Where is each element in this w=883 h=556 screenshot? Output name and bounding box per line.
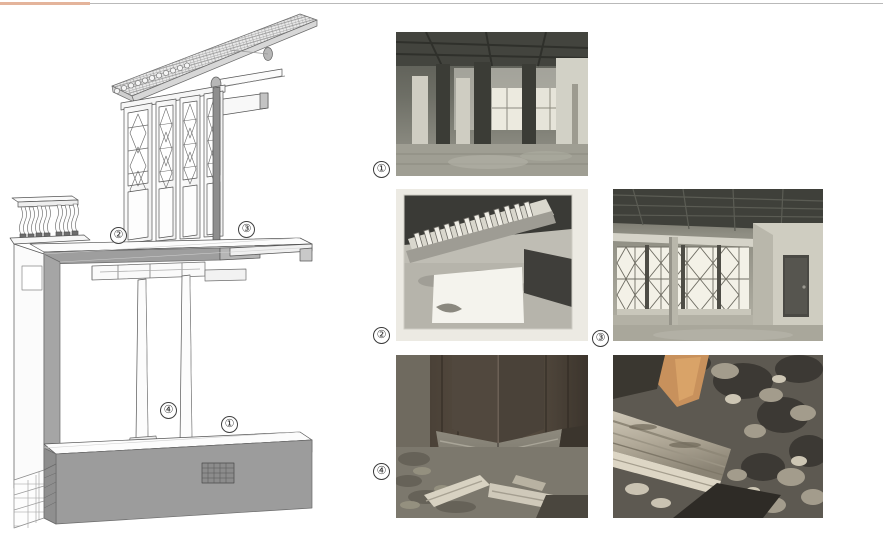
balustrade xyxy=(9,195,91,245)
photo-lattice-window-room[interactable] xyxy=(613,189,823,341)
photo-tag-2[interactable]: ② xyxy=(373,327,390,344)
photo-tag-4[interactable]: ④ xyxy=(373,463,390,480)
photo-tag-3[interactable]: ③ xyxy=(592,330,609,347)
architectural-drawing: ① ② ③ ④ xyxy=(0,8,355,548)
tiled-roof xyxy=(111,13,318,103)
veranda-plate xyxy=(215,92,269,117)
floor-joists xyxy=(91,261,247,282)
photo-interior-column-hall[interactable] xyxy=(396,32,588,176)
drawing-callout-3[interactable]: ③ xyxy=(238,221,255,238)
photo-grid: ① xyxy=(360,10,880,550)
header-accent-bar xyxy=(0,2,90,5)
masonry-plinth xyxy=(43,439,313,525)
photo-decayed-timber-beam[interactable] xyxy=(613,355,823,518)
lattice-door-bank xyxy=(120,84,226,245)
photo-historic-balustrade[interactable] xyxy=(396,189,588,341)
timber-columns xyxy=(127,274,201,457)
stone-base-courses xyxy=(13,463,57,529)
corner-post xyxy=(212,86,221,256)
drawing-callout-4[interactable]: ④ xyxy=(160,402,177,419)
veranda-deck xyxy=(29,237,313,265)
drawing-callout-2[interactable]: ② xyxy=(110,227,127,244)
header-rule xyxy=(0,3,883,4)
photo-column-stone-base[interactable] xyxy=(396,355,588,518)
drawing-callout-1[interactable]: ① xyxy=(221,416,238,433)
photo-tag-1[interactable]: ① xyxy=(373,161,390,178)
wall-block xyxy=(13,243,61,489)
